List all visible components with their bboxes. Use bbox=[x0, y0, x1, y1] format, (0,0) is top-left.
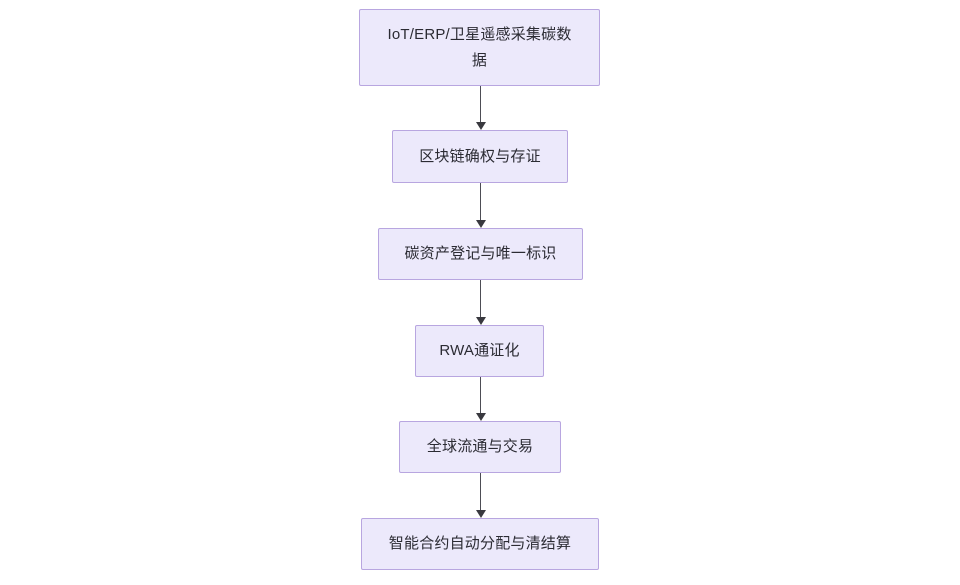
flow-node-label: RWA通证化 bbox=[439, 342, 520, 359]
flow-node-label: 碳资产登记与唯一标识 bbox=[404, 245, 557, 262]
edge-line bbox=[480, 280, 481, 318]
flow-node-registry[interactable]: 碳资产登记与唯一标识 bbox=[378, 228, 583, 280]
arrowhead-icon bbox=[476, 220, 486, 228]
flow-edge-trading-to-settlement bbox=[476, 473, 486, 518]
flow-node-collect[interactable]: IoT/ERP/卫星遥感采集碳数 据 bbox=[359, 9, 600, 86]
edge-line bbox=[480, 377, 481, 414]
edge-line bbox=[480, 86, 481, 123]
arrowhead-icon bbox=[476, 510, 486, 518]
flow-edge-collect-to-blockchain bbox=[476, 86, 486, 130]
arrowhead-icon bbox=[476, 413, 486, 421]
flow-node-tokenize[interactable]: RWA通证化 bbox=[415, 325, 544, 377]
flow-node-label: 全球流通与交易 bbox=[426, 438, 534, 455]
arrowhead-icon bbox=[476, 317, 486, 325]
flow-node-settlement[interactable]: 智能合约自动分配与清结算 bbox=[361, 518, 599, 570]
flow-node-trading[interactable]: 全球流通与交易 bbox=[399, 421, 561, 473]
flow-edge-tokenize-to-trading bbox=[476, 377, 486, 421]
flow-node-blockchain[interactable]: 区块链确权与存证 bbox=[392, 130, 568, 183]
flow-node-label: 智能合约自动分配与清结算 bbox=[388, 535, 572, 552]
flow-edge-blockchain-to-registry bbox=[476, 183, 486, 228]
arrowhead-icon bbox=[476, 122, 486, 130]
edge-line bbox=[480, 473, 481, 511]
flow-edge-registry-to-tokenize bbox=[476, 280, 486, 325]
flow-node-label: IoT/ERP/卫星遥感采集碳数 据 bbox=[387, 25, 572, 69]
flow-node-label: 区块链确权与存证 bbox=[419, 147, 541, 165]
edge-line bbox=[480, 183, 481, 221]
